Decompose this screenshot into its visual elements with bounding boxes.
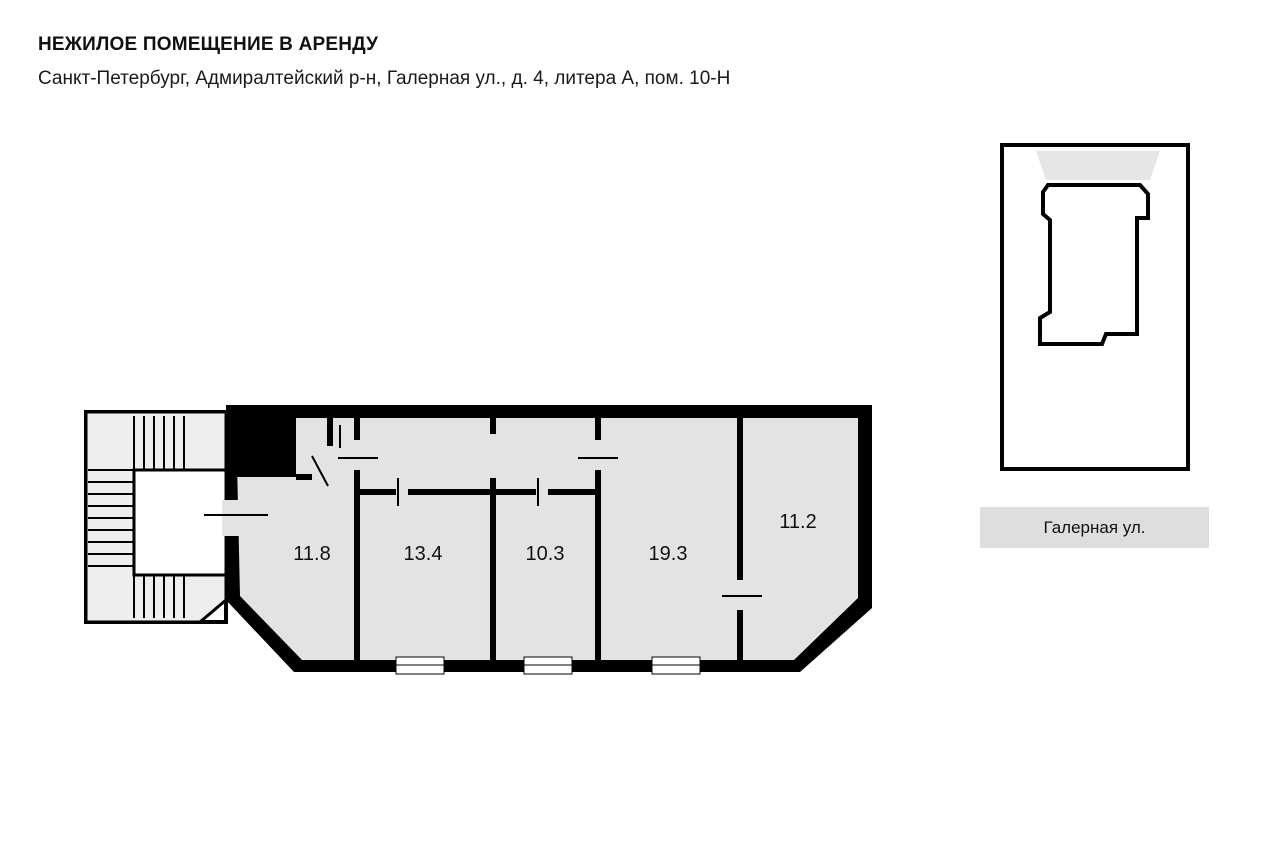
staircase: [84, 410, 228, 624]
room-area-label: 13.4: [404, 543, 443, 565]
room-area-label: 11.2: [779, 511, 816, 533]
page-title: НЕЖИЛОЕ ПОМЕЩЕНИЕ В АРЕНДУ: [38, 34, 379, 55]
room-area-label: 10.3: [526, 543, 565, 565]
interior-walls: [296, 418, 743, 660]
room-area-label: 19.3: [649, 543, 688, 565]
room-area-label: 11.8: [293, 543, 330, 565]
street-label: Галерная ул.: [980, 507, 1209, 548]
door-markers: [311, 425, 762, 597]
property-address: Санкт-Петербург, Адмиралтейский р-н, Гал…: [38, 68, 731, 89]
apartment-outline: [204, 405, 872, 672]
site-plan: [1000, 143, 1190, 471]
windows: [395, 656, 701, 675]
building-footprint: [1038, 183, 1150, 346]
